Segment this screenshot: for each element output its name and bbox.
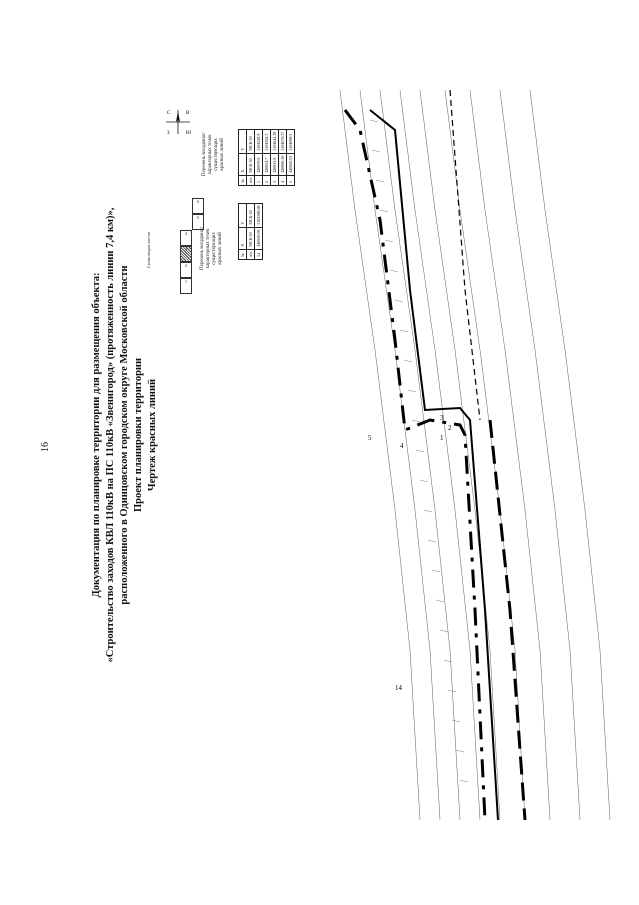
axis-line xyxy=(449,90,481,421)
scheme-sheet: 1 xyxy=(180,278,192,294)
table-subheader: МСК-50 xyxy=(246,227,255,250)
point-label: 14 xyxy=(395,684,403,692)
title-line-3: расположенного в Одинцовском городском о… xyxy=(119,265,130,605)
hatch-marks xyxy=(369,119,469,783)
point-label: 4 xyxy=(400,442,404,450)
title-line-5: Чертеж красных линий xyxy=(147,378,158,492)
table-subheader: МСК-50 xyxy=(246,203,255,228)
point-label: 1 xyxy=(440,434,444,442)
compass-west: З xyxy=(167,131,170,136)
point-label: 5 xyxy=(368,434,372,442)
title-line-2: «Строительство заходов КВЛ 110кВ на ПС 1… xyxy=(105,207,116,663)
table-row: 14 446950.06 2163588.08 xyxy=(254,203,263,260)
point-label: 2 xyxy=(448,424,452,432)
point-label: 3 xyxy=(440,414,444,422)
title-line-1: Документация по планировке территории дл… xyxy=(91,272,102,598)
document-title: Документация по планировке территории дл… xyxy=(90,35,160,835)
table-subheader: п/п xyxy=(246,249,255,260)
topographic-hatching xyxy=(339,90,611,820)
compass-south: Ю xyxy=(186,131,191,136)
table-header: № xyxy=(238,175,247,186)
table-header: Y xyxy=(238,129,247,154)
table-header: X xyxy=(238,227,247,250)
table-subheader: п/п xyxy=(246,175,255,186)
scheme-sheet-current: 3 xyxy=(180,246,192,262)
title-line-4: Проект планировки территории xyxy=(133,357,144,513)
scheme-sheet: 2 xyxy=(180,262,192,278)
page-number: 16 xyxy=(40,442,51,452)
red-line-existing xyxy=(343,109,487,820)
sheet-scheme: 1 2 3 4 5 6 xyxy=(180,190,204,300)
red-line-boundary xyxy=(369,109,499,820)
scheme-sheet: 4 xyxy=(180,230,192,246)
table-header: Y xyxy=(238,203,247,228)
red-lines-drawing: 5 4 3 2 1 14 xyxy=(339,90,611,820)
table-subheader: МСК-50 xyxy=(246,153,255,176)
table-left-title: Перечень координат характерных точек сущ… xyxy=(200,226,223,270)
scheme-sheet: 5 xyxy=(192,214,204,230)
compass-north: С xyxy=(167,111,171,116)
table-subheader: МСК-50 xyxy=(246,129,255,154)
scheme-label: Схема сводки листов xyxy=(146,232,151,268)
compass-icon: С В З Ю xyxy=(166,110,191,136)
red-line-right xyxy=(488,419,527,820)
table-right-title: Перечень координат характерных точек сущ… xyxy=(202,132,225,176)
compass-east: В xyxy=(186,111,190,116)
compass-rose: С В З Ю xyxy=(164,108,192,136)
table-header: № xyxy=(238,249,247,260)
table-header: X xyxy=(238,153,247,176)
coordinates-table-left: № X Y п/п МСК-50 МСК-50 14 446950.06 216… xyxy=(238,202,263,260)
scheme-sheet: 6 xyxy=(192,198,204,214)
